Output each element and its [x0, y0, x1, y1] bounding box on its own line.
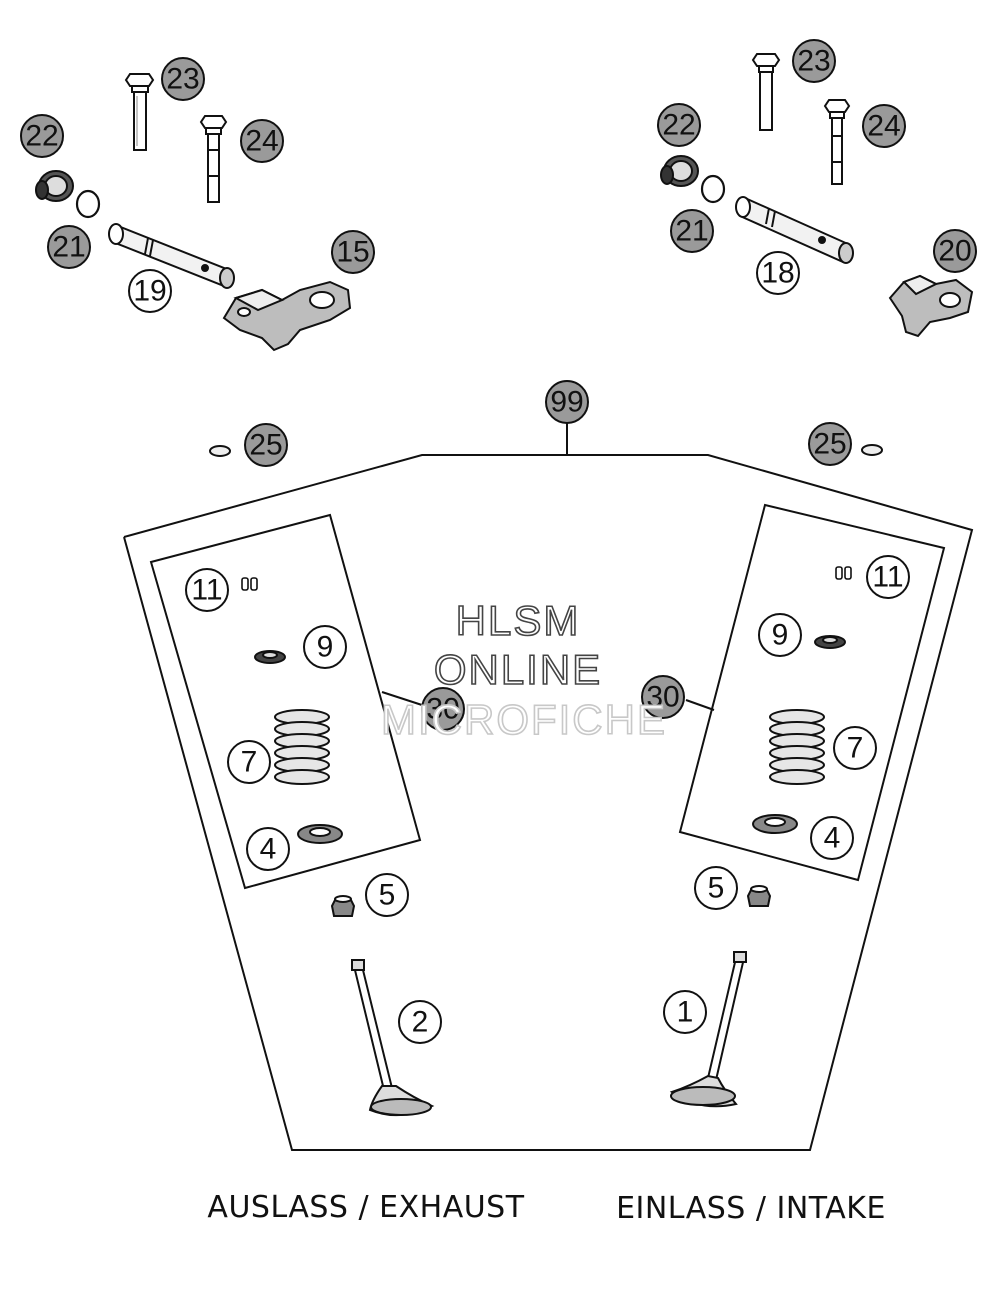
svg-text:20: 20 [938, 235, 971, 268]
svg-text:18: 18 [761, 257, 794, 290]
callout-4-left: 4 [246, 827, 290, 871]
svg-text:ONLINE: ONLINE [434, 646, 602, 693]
svg-text:11: 11 [191, 574, 222, 607]
spring-retainer-9-left [254, 650, 286, 664]
svg-text:25: 25 [813, 428, 846, 461]
intake-valve-1 [669, 951, 747, 1108]
o-ring-21-left [75, 189, 101, 219]
svg-text:7: 7 [847, 732, 864, 765]
kit-30-intake-box [678, 503, 946, 882]
svg-text:MICROFICHE: MICROFICHE [381, 696, 667, 743]
valve-collets-11-left [241, 577, 258, 591]
rocker-shaft-19 [108, 223, 235, 289]
svg-text:1: 1 [677, 996, 694, 1029]
valve-spring-7-left [274, 709, 330, 785]
rocker-shaft-18 [735, 196, 854, 264]
callout-21-right: 21 [670, 209, 714, 253]
callout-1: 1 [663, 990, 707, 1034]
callout-9-left: 9 [303, 625, 347, 669]
svg-text:19: 19 [133, 275, 166, 308]
svg-text:9: 9 [317, 631, 334, 664]
rocker-arm-20 [888, 274, 974, 338]
callout-7-left: 7 [227, 740, 271, 784]
callout-23-right: 23 [792, 39, 836, 83]
watermark: HLSM ONLINE MICROFICHE [380, 596, 667, 744]
svg-text:30: 30 [646, 681, 679, 714]
callout-25-left: 25 [244, 423, 288, 467]
svg-text:4: 4 [824, 822, 841, 855]
label-intake: EINLASS / INTAKE [616, 1191, 886, 1226]
svg-text:21: 21 [52, 231, 85, 264]
exhaust-valve-2 [351, 959, 435, 1117]
bolt-24-right [823, 99, 851, 185]
valve-seal-5-left [330, 895, 356, 917]
shim-25-right [861, 444, 883, 456]
callout-15: 15 [331, 230, 375, 274]
bolt-23-left [124, 73, 155, 151]
callout-9-right: 9 [758, 613, 802, 657]
callout-2: 2 [398, 1000, 442, 1044]
kit-99-outline [123, 418, 974, 1151]
svg-text:15: 15 [336, 236, 369, 269]
callout-23-left: 23 [161, 57, 205, 101]
callout-4-right: 4 [810, 816, 854, 860]
callout-30-left: 30 [421, 687, 465, 731]
callout-21-left: 21 [47, 225, 91, 269]
svg-text:5: 5 [708, 872, 725, 905]
valve-spring-7-right [769, 709, 825, 785]
callout-19: 19 [128, 269, 172, 313]
svg-text:HLSM: HLSM [456, 597, 581, 644]
svg-text:5: 5 [379, 879, 396, 912]
bolt-24-left [199, 115, 228, 203]
svg-text:25: 25 [249, 429, 282, 462]
callout-5-left: 5 [365, 873, 409, 917]
valve-collets-11-right [835, 566, 852, 580]
callout-18: 18 [756, 251, 800, 295]
o-ring-21-right [700, 174, 726, 204]
valve-seal-5-right [746, 885, 772, 907]
label-exhaust: AUSLASS / EXHAUST [207, 1190, 524, 1225]
callout-11-left: 11 [185, 568, 229, 612]
callout-22-left: 22 [20, 114, 64, 158]
svg-text:23: 23 [797, 45, 830, 78]
callout-24-left: 24 [240, 119, 284, 163]
kit-30-exhaust-box [149, 513, 426, 890]
callout-99: 99 [545, 380, 589, 424]
spring-retainer-9-right [814, 635, 846, 649]
svg-text:4: 4 [260, 833, 277, 866]
callout-5-right: 5 [694, 866, 738, 910]
callout-30-right: 30 [641, 675, 685, 719]
svg-text:9: 9 [772, 619, 789, 652]
callout-20: 20 [933, 229, 977, 273]
svg-text:11: 11 [872, 561, 903, 594]
spring-seat-4-right [752, 814, 798, 834]
bolt-23-right [751, 53, 781, 131]
rocker-arm-15 [222, 280, 352, 352]
callout-24-right: 24 [862, 104, 906, 148]
shim-25-left [209, 445, 231, 457]
svg-text:22: 22 [662, 109, 695, 142]
callout-11-right: 11 [866, 555, 910, 599]
callout-25-right: 25 [808, 422, 852, 466]
svg-text:7: 7 [241, 746, 258, 779]
svg-text:30: 30 [426, 693, 459, 726]
svg-text:24: 24 [867, 110, 900, 143]
spring-seat-4-left [297, 824, 343, 844]
plug-22-right [660, 155, 699, 187]
callout-22-right: 22 [657, 103, 701, 147]
svg-text:23: 23 [166, 63, 199, 96]
svg-text:24: 24 [245, 125, 278, 158]
plug-22-left [35, 170, 74, 202]
svg-text:22: 22 [25, 120, 58, 153]
svg-text:2: 2 [412, 1006, 429, 1039]
svg-text:21: 21 [675, 215, 708, 248]
callout-7-right: 7 [833, 726, 877, 770]
svg-text:99: 99 [550, 386, 583, 419]
